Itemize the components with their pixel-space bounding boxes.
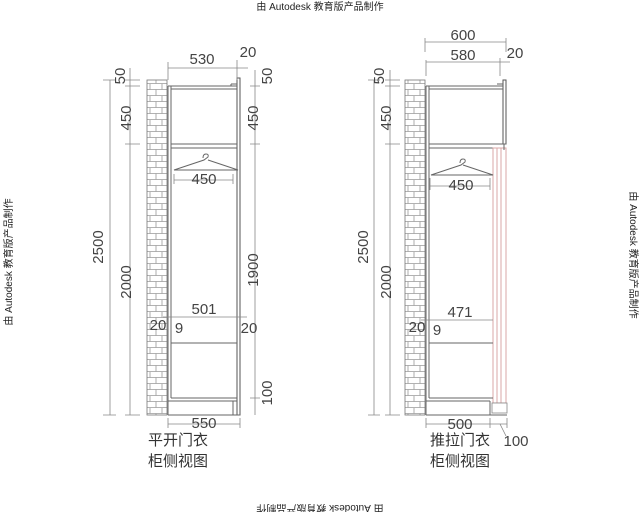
dim-top-side-thickness: 20 — [507, 45, 524, 62]
dim-left-top-gap: 50 — [371, 68, 388, 85]
caption-right-line2: 柜侧视图 — [430, 452, 490, 470]
dim-shelf-inner-width: 471 — [447, 304, 472, 321]
right-wardrobe-drawing: 450 600 580 20 50 450 2500 2000 471 20 9… — [355, 27, 529, 470]
sliding-door — [491, 144, 508, 414]
dim-bottom-width: 550 — [191, 415, 216, 432]
dim-left-body-height: 2000 — [378, 265, 395, 298]
caption-left-line2: 柜侧视图 — [148, 452, 208, 470]
dim-bottom-width: 500 — [447, 416, 472, 433]
dim-right-hanging-height: 1900 — [245, 253, 262, 286]
brick-wall — [404, 79, 426, 416]
dim-left-top-gap: 50 — [112, 68, 129, 85]
dim-shelf-left-a: 20 — [150, 317, 167, 334]
brick-wall — [146, 79, 168, 416]
dim-base-height: 100 — [259, 380, 276, 405]
dim-shelf-left-b: 9 — [433, 322, 441, 339]
dim-door-depth: 100 — [503, 433, 528, 450]
dim-left-total-height: 2500 — [355, 230, 372, 263]
dim-top-inner-width: 580 — [450, 47, 475, 64]
hanger-icon — [173, 153, 239, 171]
watermark-bottom: 由 Autodesk 教育版产品制作 — [256, 502, 383, 512]
dim-left-top-compartment: 450 — [378, 105, 395, 130]
dim-right-top-gap: 50 — [259, 68, 276, 85]
dim-top-total-width: 600 — [450, 27, 475, 44]
dim-top-inner-width: 530 — [189, 51, 214, 68]
watermark-right: 由 Autodesk 教育版产品制作 — [627, 191, 640, 318]
dim-hanger-width: 450 — [448, 177, 473, 194]
dim-left-body-height: 2000 — [118, 265, 135, 298]
dim-shelf-inner-width: 501 — [191, 301, 216, 318]
caption-right-line1: 推拉门衣 — [430, 431, 490, 449]
dim-shelf-left-b: 9 — [175, 320, 183, 337]
dim-right-top-compartment: 450 — [245, 105, 262, 130]
watermark-top: 由 Autodesk 教育版产品制作 — [256, 0, 383, 13]
dim-shelf-right: 20 — [241, 320, 258, 337]
dim-left-total-height: 2500 — [90, 230, 107, 263]
dim-left-top-compartment: 450 — [118, 105, 135, 130]
dim-top-side-thickness: 20 — [240, 44, 257, 61]
caption-left-line1: 平开门衣 — [148, 431, 208, 449]
watermark-left: 由 Autodesk 教育版产品制作 — [2, 198, 15, 325]
left-wardrobe-drawing: 450 530 20 50 450 2500 2000 50 450 1900 … — [90, 44, 276, 470]
dim-hanger-width: 450 — [191, 171, 216, 188]
hanger-icon — [430, 158, 494, 176]
dim-shelf-left-a: 20 — [409, 319, 426, 336]
